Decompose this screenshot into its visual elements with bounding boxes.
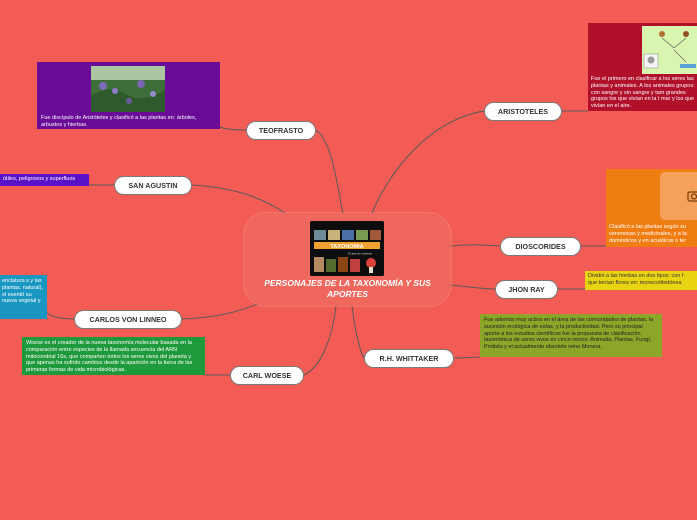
note-whittaker-text: Fue además muy activo en el área de las … (484, 317, 654, 351)
node-whittaker[interactable]: R.H. WHITTAKER (364, 349, 454, 368)
note-jhon-ray-text: Dividió a las hierbas en dos tipos: con … (588, 273, 684, 286)
note-linneo-text: enclatura s y las plantas. natural), el … (2, 278, 43, 305)
note-woese-text: Woese es el creador de la nueva taxonomí… (26, 340, 193, 374)
link-aristoteles (371, 110, 485, 214)
note-san-agustin[interactable]: útiles, peligrosos y superfluos (0, 174, 89, 186)
link-teofrasto-note (219, 126, 247, 131)
note-dioscorides[interactable]: Clasificó a las plantas según su venenos… (606, 169, 697, 247)
link-whittaker-note (453, 356, 481, 359)
node-carlos-von-linneo[interactable]: CARLOS VON LINNEO (74, 310, 182, 329)
node-teofrasto[interactable]: TEOFRASTO (246, 121, 316, 140)
link-san-agustin (191, 184, 286, 214)
link-dioscorides (450, 244, 501, 247)
teofrasto-plant-photo (91, 66, 165, 112)
note-dioscorides-text: Clasificó a las plantas según su venenos… (609, 224, 687, 244)
note-jhon-ray[interactable]: Dividió a las hierbas en dos tipos: con … (585, 271, 697, 290)
note-teofrasto-text: Fue discípulo de Aristóteles y clasificó… (41, 115, 197, 128)
link-linneo-note (46, 312, 75, 320)
node-dioscorides[interactable]: DIOSCORIDES (500, 237, 581, 256)
central-topic[interactable]: TAXONOMIA El arte de ordenar PERSONAJES … (244, 213, 451, 306)
taxonomy-image: TAXONOMIA El arte de ordenar (310, 221, 384, 276)
note-carlos-von-linneo[interactable]: enclatura s y las plantas. natural), el … (0, 275, 47, 319)
note-whittaker[interactable]: Fue además muy activo en el área de las … (480, 314, 662, 357)
note-aristoteles-text: Fue el primero en clasificar a los seres… (591, 76, 695, 110)
note-teofrasto[interactable]: Fue discípulo de Aristóteles y clasificó… (37, 62, 220, 129)
link-linneo (181, 301, 263, 320)
central-title: PERSONAJES DE LA TAXONOMÍA Y SUS APORTES (264, 278, 431, 299)
taxonomy-banner: TAXONOMIA (330, 244, 363, 250)
node-jhon-ray[interactable]: JHON RAY (495, 280, 558, 299)
node-san-agustin[interactable]: SAN AGUSTIN (114, 176, 192, 195)
link-whittaker (351, 305, 365, 359)
dioscorides-image-placeholder (660, 172, 697, 220)
node-aristoteles[interactable]: ARISTOTELES (484, 102, 562, 121)
note-san-agustin-text: útiles, peligrosos y superfluos (3, 176, 76, 182)
link-jhon-ray (450, 284, 496, 290)
camera-icon (687, 191, 697, 202)
note-carl-woese[interactable]: Woese es el creador de la nueva taxonomí… (22, 337, 205, 375)
taxonomy-caption: El arte de ordenar (348, 252, 372, 256)
link-woese (303, 305, 337, 376)
node-carl-woese[interactable]: CARL WOESE (230, 366, 304, 385)
link-teofrasto (315, 129, 344, 215)
aristoteles-diagram-image (642, 26, 697, 74)
note-aristoteles[interactable]: Fue el primero en clasificar a los seres… (588, 23, 697, 111)
